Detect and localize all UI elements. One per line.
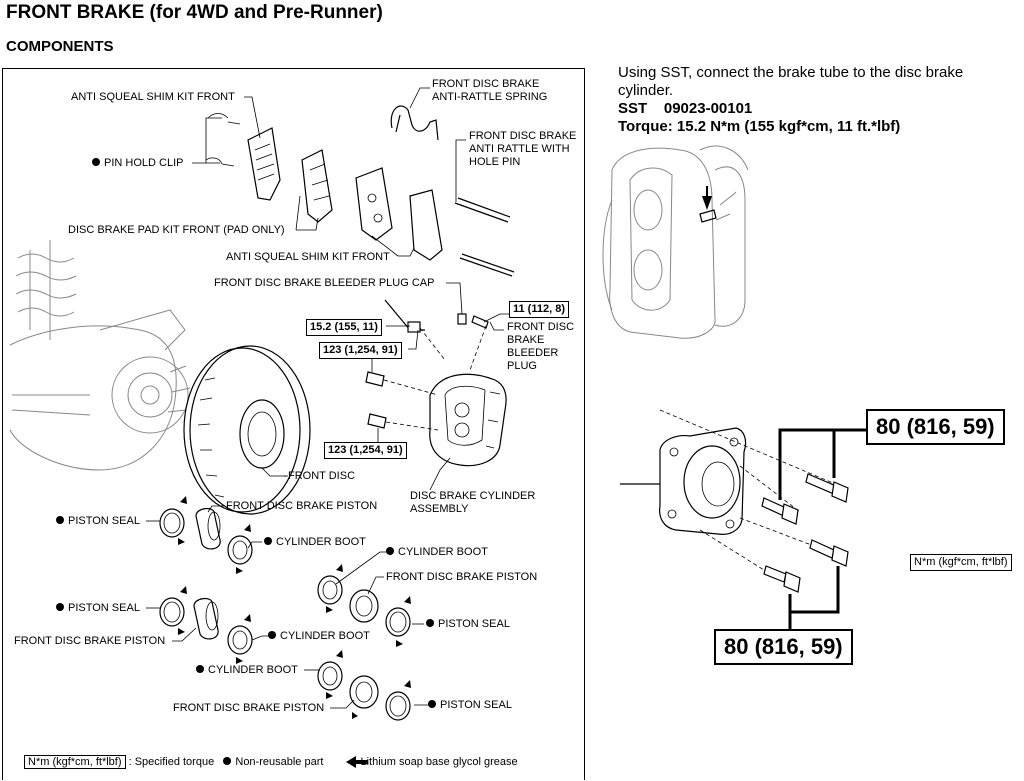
piston-group-2-drawing <box>159 597 253 655</box>
legend: N*m (kgf*cm, ft*lbf) : Specified torque … <box>24 755 518 769</box>
bleeder-bolts-drawing <box>365 299 489 431</box>
label-bleeder-plug: FRONT DISC BRAKE BLEEDER PLUG <box>507 321 575 372</box>
piston-group-4-drawing <box>317 661 411 721</box>
label-piston-seal-1: PISTON SEAL <box>56 515 140 528</box>
label-front-disc-brake-piston-2: FRONT DISC BRAKE PISTON <box>386 571 538 583</box>
non-reusable-dot <box>426 619 434 627</box>
caliper-drawing <box>429 373 507 467</box>
label-cylinder-assembly: DISC BRAKE CYLINDER ASSEMBLY <box>410 490 536 515</box>
label-front-disc-brake-piston-1: FRONT DISC BRAKE PISTON <box>226 500 378 512</box>
piston-group-1-drawing <box>159 507 253 565</box>
torque-line: Torque: 15.2 N*m (155 kgf*cm, 11 ft.*lbf… <box>618 118 901 135</box>
hub-bolts-drawing <box>620 409 866 632</box>
label-front-disc: FRONT DISC <box>288 470 356 482</box>
non-reusable-dot <box>56 603 64 611</box>
legend-unit: N*m (kgf*cm, ft*lbf) <box>24 755 126 769</box>
label-disc-brake-pad-kit: DISC BRAKE PAD KIT FRONT (PAD ONLY) <box>68 224 285 236</box>
legend-grease: Lithium soap base glycol grease <box>360 756 518 768</box>
components-frame <box>2 68 585 780</box>
torque-hub-upper: 80 (816, 59) <box>866 409 1005 445</box>
label-piston-seal-3: PISTON SEAL <box>426 618 510 631</box>
section-subtitle: COMPONENTS <box>6 38 114 55</box>
piston-group-3-drawing <box>317 575 411 637</box>
non-reusable-dot <box>56 516 64 524</box>
pads-shims-drawing <box>247 127 443 261</box>
torque-lower-bolt: 123 (1,254, 91) <box>324 442 407 459</box>
brake-tube-caliper-sketch <box>602 145 749 339</box>
torque-hub-lower: 80 (816, 59) <box>714 629 853 665</box>
label-cylinder-boot-4: CYLINDER BOOT <box>196 664 298 677</box>
legend-specified-torque: : Specified torque <box>128 756 215 768</box>
label-piston-seal-4: PISTON SEAL <box>428 699 512 712</box>
label-piston-seal-2: PISTON SEAL <box>56 602 140 615</box>
non-reusable-dot <box>386 547 394 555</box>
label-anti-squeal-shim-kit-front-top: ANTI SQUEAL SHIM KIT FRONT <box>71 91 235 103</box>
grease-legend-arrow <box>346 756 368 768</box>
non-reusable-dot <box>268 631 276 639</box>
unit-box: N*m (kgf*cm, ft*lbf) <box>910 554 1012 571</box>
legend-non-reusable: Non-reusable part <box>235 756 324 768</box>
label-anti-rattle-spring: FRONT DISC BRAKE ANTI-RATTLE SPRING <box>432 78 548 103</box>
label-anti-squeal-shim-kit-front-bottom: ANTI SQUEAL SHIM KIT FRONT <box>226 251 390 263</box>
label-bleeder-plug-cap: FRONT DISC BRAKE BLEEDER PLUG CAP <box>214 277 435 289</box>
sst-instructions: Using SST, connect the brake tube to the… <box>618 64 1018 136</box>
label-pin-hold-clip: PIN HOLD CLIP <box>92 157 183 170</box>
sst-line: SST 09023-00101 <box>618 100 753 117</box>
page-title: FRONT BRAKE (for 4WD and Pre-Runner) <box>6 2 383 23</box>
torque-upper-bolt: 123 (1,254, 91) <box>319 342 402 359</box>
spring-pins-drawing <box>205 105 515 277</box>
label-cylinder-boot-2: CYLINDER BOOT <box>386 546 488 559</box>
front-disc-drawing <box>183 345 311 515</box>
label-cylinder-boot-1: CYLINDER BOOT <box>264 536 366 549</box>
non-reusable-dot <box>223 757 232 765</box>
torque-bleeder: 11 (112, 8) <box>509 301 569 318</box>
non-reusable-dot <box>196 665 204 673</box>
instruction-text: Using SST, connect the brake tube to the… <box>618 64 964 99</box>
suspension-knuckle-drawing <box>9 240 191 471</box>
non-reusable-dot <box>428 700 436 708</box>
non-reusable-dot <box>264 537 272 545</box>
torque-brake-tube: 15.2 (155, 11) <box>306 319 382 336</box>
label-front-disc-brake-piston-3: FRONT DISC BRAKE PISTON <box>14 635 166 647</box>
non-reusable-dot <box>92 158 100 166</box>
label-anti-rattle-hole-pin: FRONT DISC BRAKE ANTI RATTLE WITH HOLE P… <box>469 130 577 168</box>
label-cylinder-boot-3: CYLINDER BOOT <box>268 630 370 643</box>
label-front-disc-brake-piston-4: FRONT DISC BRAKE PISTON <box>173 702 325 714</box>
